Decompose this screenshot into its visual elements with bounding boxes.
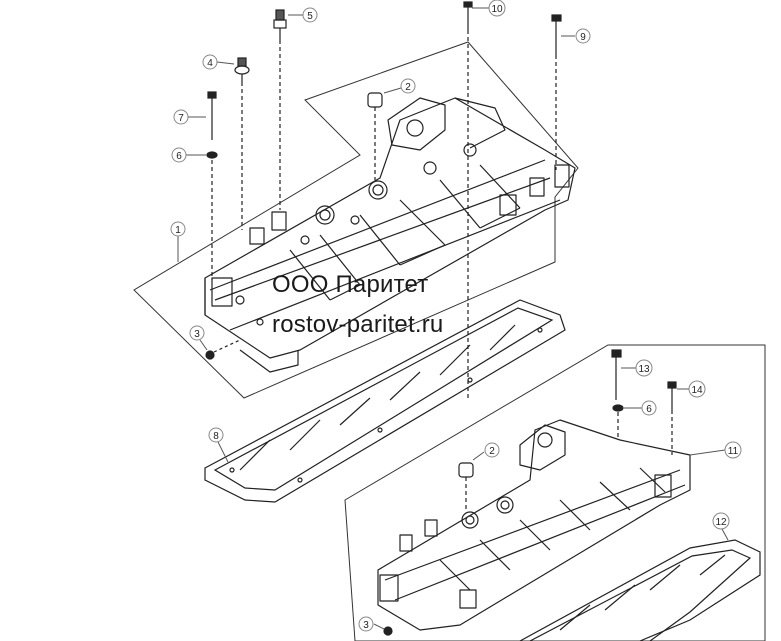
callout-3b: 3 — [358, 616, 385, 632]
callout-label: 10 — [491, 4, 503, 15]
lower-gasket — [519, 539, 761, 641]
callout-label: 1 — [175, 225, 181, 236]
callout-label: 6 — [176, 151, 182, 162]
callout-label: 3 — [194, 329, 200, 340]
callout-1: 1 — [170, 221, 186, 262]
callout-2a: 2 — [383, 78, 416, 94]
upper-assembly-frame — [133, 41, 579, 399]
callout-label: 2 — [405, 82, 411, 93]
lower-assembly-frame — [344, 344, 766, 641]
callout-6a: 6 — [171, 147, 206, 163]
upper-head-cover — [204, 97, 576, 373]
callout-label: 9 — [580, 32, 586, 43]
callout-label: 11 — [728, 446, 739, 457]
watermark-company: ООО Паритет — [272, 271, 429, 298]
callout-label: 4 — [207, 58, 213, 69]
fasteners — [205, 1, 677, 636]
callout-label: 2 — [489, 446, 495, 457]
callout-4: 4 — [202, 54, 235, 70]
callout-label: 14 — [691, 385, 703, 396]
callout-8: 8 — [208, 427, 229, 463]
lower-head-cover — [377, 419, 691, 631]
callout-10: 10 — [472, 0, 506, 17]
callout-14: 14 — [677, 380, 706, 398]
callout-13: 13 — [621, 359, 653, 377]
callout-12: 12 — [712, 512, 730, 541]
callout-3a: 3 — [189, 325, 208, 351]
callout-label: 8 — [213, 431, 219, 442]
callout-label: 3 — [363, 620, 369, 631]
callout-label: 6 — [646, 404, 652, 415]
callout-label: 12 — [715, 517, 727, 528]
callout-5: 5 — [288, 7, 318, 23]
callout-label: 7 — [178, 113, 184, 124]
callout-9: 9 — [561, 28, 591, 44]
watermark-site: rostov-paritet.ru — [272, 311, 444, 338]
callout-2b: 2 — [472, 442, 500, 461]
callout-11: 11 — [689, 441, 742, 459]
callout-6b: 6 — [624, 400, 657, 416]
callout-label: 5 — [307, 11, 313, 22]
callout-label: 13 — [638, 364, 650, 375]
callout-7: 7 — [173, 109, 206, 125]
